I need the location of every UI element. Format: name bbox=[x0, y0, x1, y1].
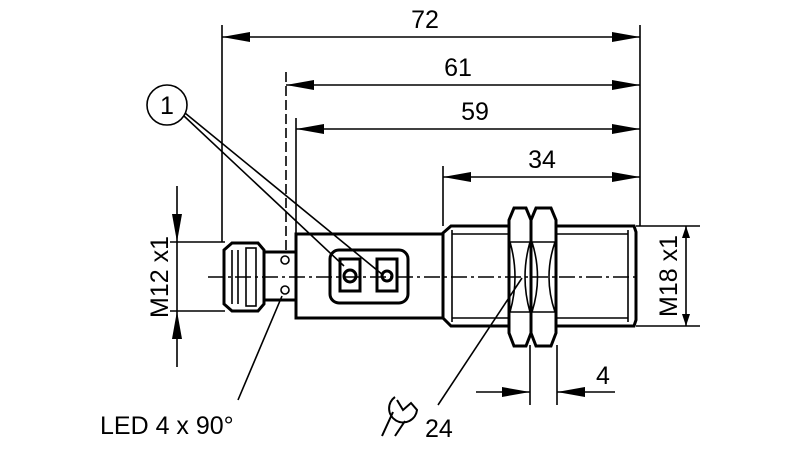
dimension-m18: M18 x1 bbox=[655, 226, 690, 326]
m18-label: M18 x1 bbox=[655, 235, 683, 317]
extension-lines bbox=[170, 25, 700, 405]
dimension-m12: M12 x1 bbox=[146, 186, 182, 367]
led-annotation: LED 4 x 90° bbox=[100, 295, 283, 440]
dim-61-label: 61 bbox=[444, 54, 472, 82]
m12-label: M12 x1 bbox=[146, 236, 174, 318]
led-label: LED 4 x 90° bbox=[100, 412, 234, 440]
wrench-icon bbox=[381, 396, 419, 437]
dim-34-label: 34 bbox=[528, 146, 556, 174]
dimension-61: 61 bbox=[286, 54, 640, 90]
callout-1: 1 bbox=[146, 84, 384, 276]
led-1 bbox=[338, 257, 362, 293]
dimension-34: 34 bbox=[443, 146, 640, 182]
callout-number: 1 bbox=[160, 92, 174, 120]
dimension-59: 59 bbox=[296, 98, 640, 134]
wrench-annotation: 24 bbox=[381, 277, 523, 443]
dimension-72: 72 bbox=[222, 6, 640, 42]
sensor-body bbox=[208, 206, 640, 348]
dim-72-label: 72 bbox=[411, 6, 439, 34]
wrench-size-label: 24 bbox=[425, 415, 453, 443]
dim-59-label: 59 bbox=[461, 98, 489, 126]
dim-4-label: 4 bbox=[596, 362, 610, 390]
led-2 bbox=[375, 257, 399, 293]
dimension-4: 4 bbox=[476, 362, 615, 397]
